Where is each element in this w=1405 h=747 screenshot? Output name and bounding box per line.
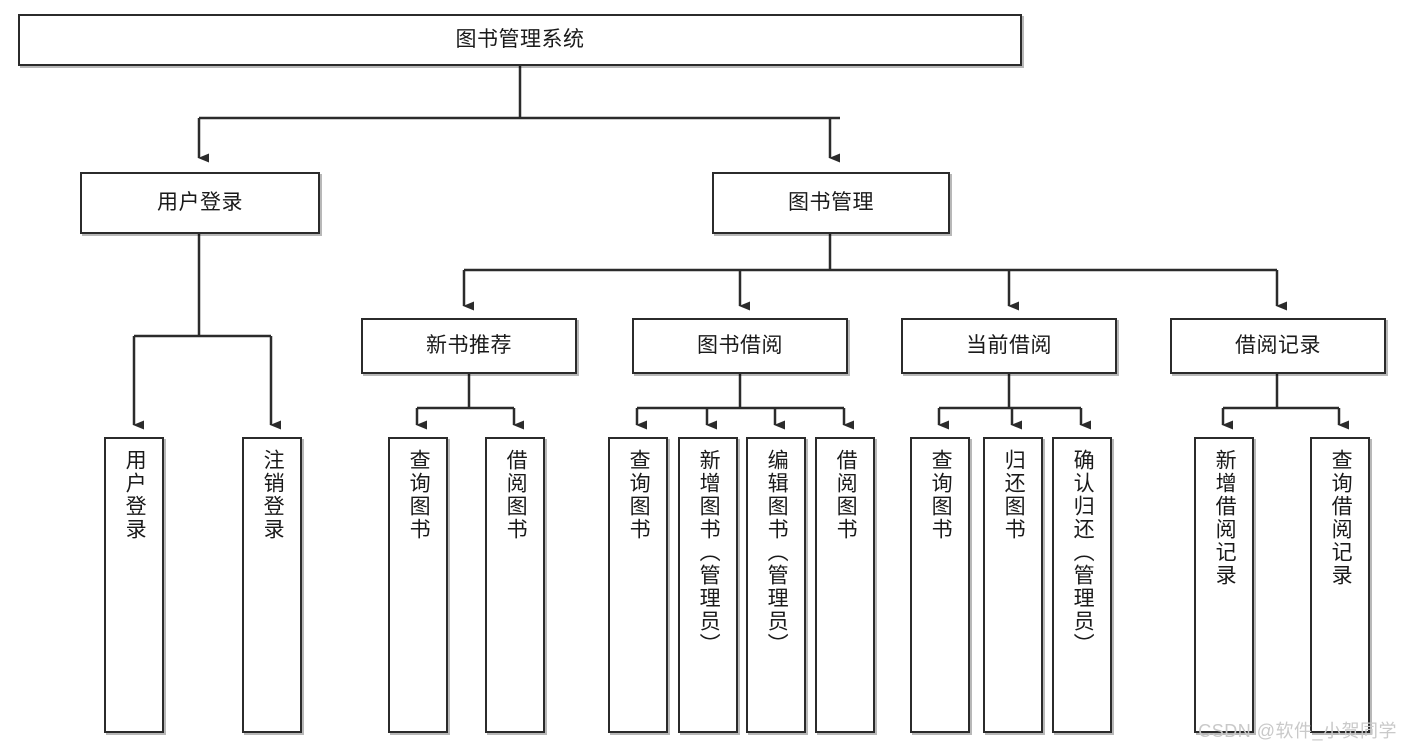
node-leaf-query-book-current[interactable]: 查询图书 [910,437,970,733]
node-label: 图书管理 [788,190,874,214]
node-label: 借阅记录 [1235,333,1321,357]
node-label: 用户登录 [123,449,147,541]
node-book-management[interactable]: 图书管理 [712,172,950,234]
node-leaf-add-borrow-record[interactable]: 新增借阅记录 [1194,437,1254,733]
node-label: 查询借阅记录 [1329,449,1353,587]
node-book-borrow[interactable]: 图书借阅 [632,318,848,374]
node-label: 图书借阅 [697,333,783,357]
node-label: 查询图书 [627,449,651,541]
node-label: 查询图书 [407,449,431,541]
node-label: 归还图书 [1002,449,1026,541]
node-label: 新增图书（管理员） [697,449,721,656]
node-leaf-query-borrow-record[interactable]: 查询借阅记录 [1310,437,1370,733]
node-leaf-edit-book-admin[interactable]: 编辑图书（管理员） [746,437,806,733]
node-leaf-logout[interactable]: 注销登录 [242,437,302,733]
node-leaf-query-book[interactable]: 查询图书 [608,437,668,733]
node-label: 新增借阅记录 [1213,449,1237,587]
node-leaf-add-book-admin[interactable]: 新增图书（管理员） [678,437,738,733]
node-current-borrow[interactable]: 当前借阅 [901,318,1117,374]
node-label: 用户登录 [157,190,243,214]
node-new-book-recommend[interactable]: 新书推荐 [361,318,577,374]
node-label: 图书管理系统 [455,27,585,51]
node-label: 编辑图书（管理员） [765,449,789,656]
node-root-book-management-system[interactable]: 图书管理系统 [18,14,1022,66]
node-borrow-record[interactable]: 借阅记录 [1170,318,1386,374]
node-leaf-borrow-book-recommend[interactable]: 借阅图书 [485,437,545,733]
node-user-login[interactable]: 用户登录 [80,172,320,234]
node-label: 借阅图书 [504,449,528,541]
node-label: 借阅图书 [834,449,858,541]
node-label: 确认归还（管理员） [1071,449,1095,656]
node-leaf-return-book[interactable]: 归还图书 [983,437,1043,733]
node-leaf-borrow-book[interactable]: 借阅图书 [815,437,875,733]
node-leaf-confirm-return-admin[interactable]: 确认归还（管理员） [1052,437,1112,733]
node-label: 注销登录 [261,449,285,541]
node-label: 当前借阅 [966,333,1052,357]
node-label: 查询图书 [929,449,953,541]
node-leaf-user-login[interactable]: 用户登录 [104,437,164,733]
node-leaf-query-book-recommend[interactable]: 查询图书 [388,437,448,733]
node-label: 新书推荐 [426,333,512,357]
